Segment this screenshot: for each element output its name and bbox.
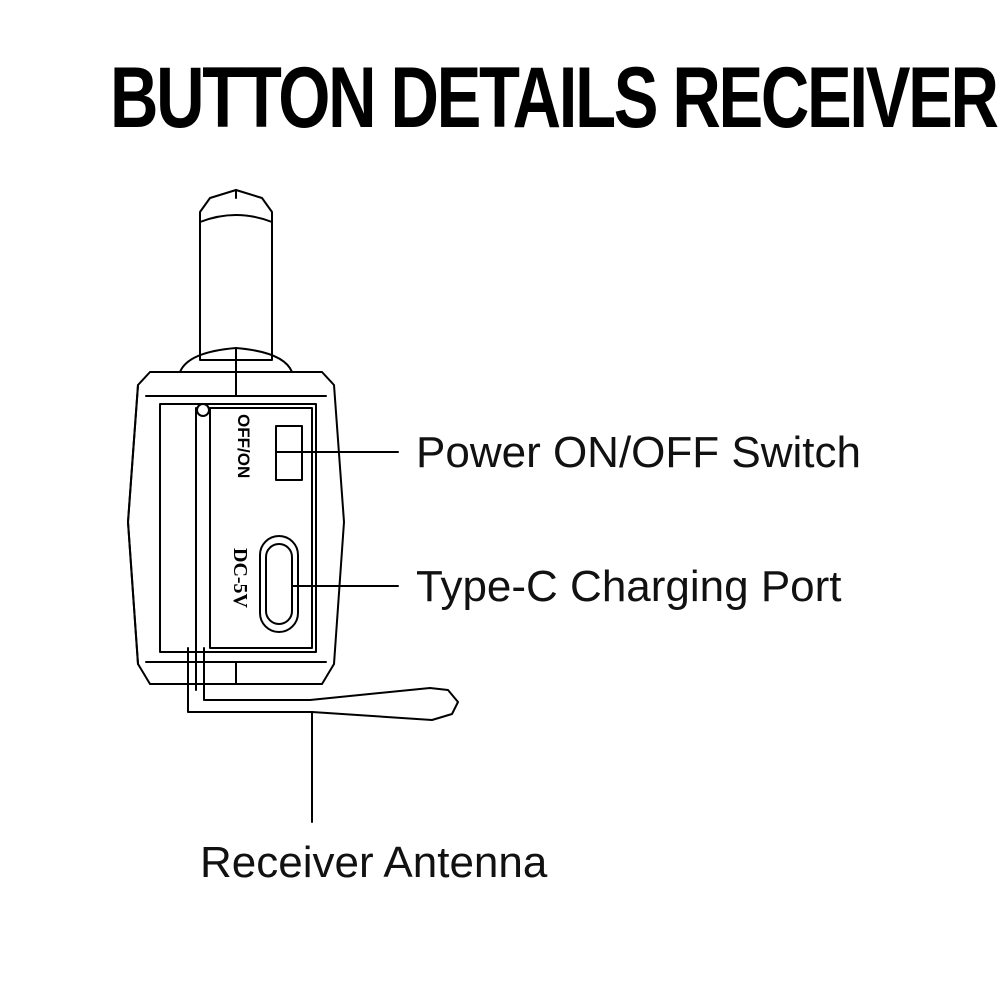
antenna-wire xyxy=(187,647,459,721)
power-switch-callout: Power ON/OFF Switch xyxy=(416,428,861,477)
switch-marking: OFF/ON xyxy=(234,414,253,478)
antenna-callout: Receiver Antenna xyxy=(200,838,548,887)
power-switch xyxy=(275,425,303,481)
clip-post xyxy=(179,189,293,373)
port-marking: DC-5V xyxy=(229,548,251,609)
side-panel xyxy=(195,403,313,691)
receiver-body xyxy=(127,371,345,685)
type-c-port xyxy=(259,535,299,633)
charging-port-callout: Type-C Charging Port xyxy=(416,562,842,611)
leader-lines xyxy=(291,451,399,823)
page-title: BUTTON DETAILS RECEIVER xyxy=(110,50,999,146)
